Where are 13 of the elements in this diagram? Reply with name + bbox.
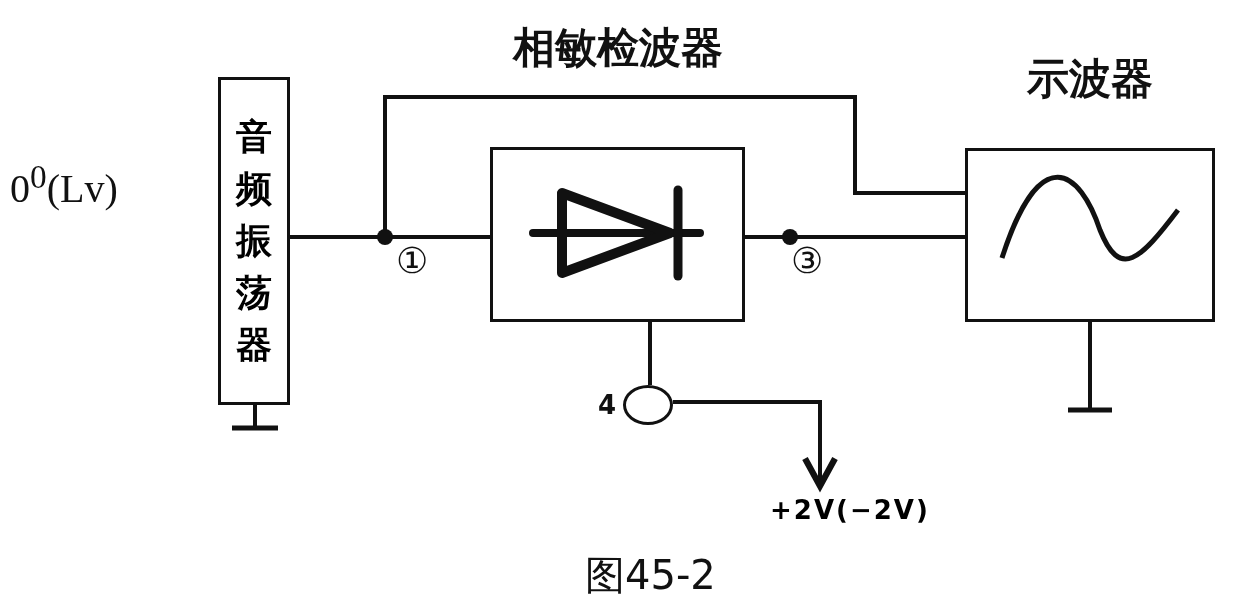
oscillator-box xyxy=(218,77,290,405)
terminal-number: ① xyxy=(396,240,429,281)
input-label: 0$^{0}$(Lv) xyxy=(10,158,118,213)
oscillator-label: 音频振荡器 xyxy=(236,114,272,368)
block-title: 示波器 xyxy=(1027,53,1153,105)
wire xyxy=(745,235,965,239)
terminal-number: 4 xyxy=(597,390,616,420)
wire xyxy=(648,322,652,385)
voltage-label: +2V(−2V) xyxy=(770,495,930,525)
figure-caption: 图45-2 xyxy=(585,551,716,600)
arrow xyxy=(673,400,839,490)
block-title: 相敏检波器 xyxy=(512,22,723,74)
terminal-number: ③ xyxy=(791,240,824,281)
